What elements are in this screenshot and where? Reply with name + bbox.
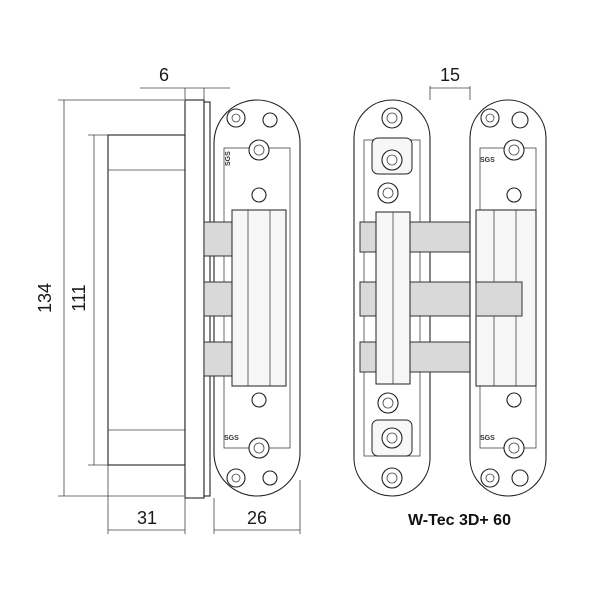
- product-name: W-Tec 3D+ 60: [408, 512, 511, 529]
- screw-hole: [262, 470, 278, 486]
- brand-mark: SGS: [224, 435, 239, 442]
- hinge-body-side: [107, 134, 186, 466]
- dim-flange-thickness: 6: [159, 65, 169, 85]
- adjust-screw: [506, 187, 522, 203]
- brand-mark: SGS: [225, 151, 232, 166]
- screw-hole: [226, 468, 246, 488]
- brand-mark: SGS: [480, 435, 495, 442]
- screw-hole: [226, 108, 246, 128]
- adjust-screw: [251, 187, 267, 203]
- screw-hole: [262, 112, 278, 128]
- adjust-screw: [251, 392, 267, 408]
- dim-leaf-offset: 15: [440, 65, 460, 85]
- open-view: [353, 99, 471, 497]
- front-view: SGS SGS: [203, 99, 301, 497]
- screw-hole: [377, 392, 399, 414]
- screw-hole: [377, 182, 399, 204]
- adjust-screw: [506, 392, 522, 408]
- dim-body-height: 111: [69, 284, 89, 311]
- screw-hole: [248, 437, 270, 459]
- dimension-lines: [58, 86, 471, 534]
- dim-overall-height: 134: [35, 283, 55, 313]
- screw-hole: [248, 139, 270, 161]
- mounting-flange: [184, 99, 205, 499]
- screw-hole: [381, 149, 403, 171]
- dim-leaf-width: 26: [247, 508, 267, 528]
- side-view: [107, 99, 211, 499]
- dim-body-depth: 31: [137, 508, 157, 528]
- screw-hole: [503, 139, 525, 161]
- open-view-right: SGS SGS: [469, 99, 547, 497]
- screw-hole: [503, 437, 525, 459]
- brand-mark: SGS: [480, 157, 495, 164]
